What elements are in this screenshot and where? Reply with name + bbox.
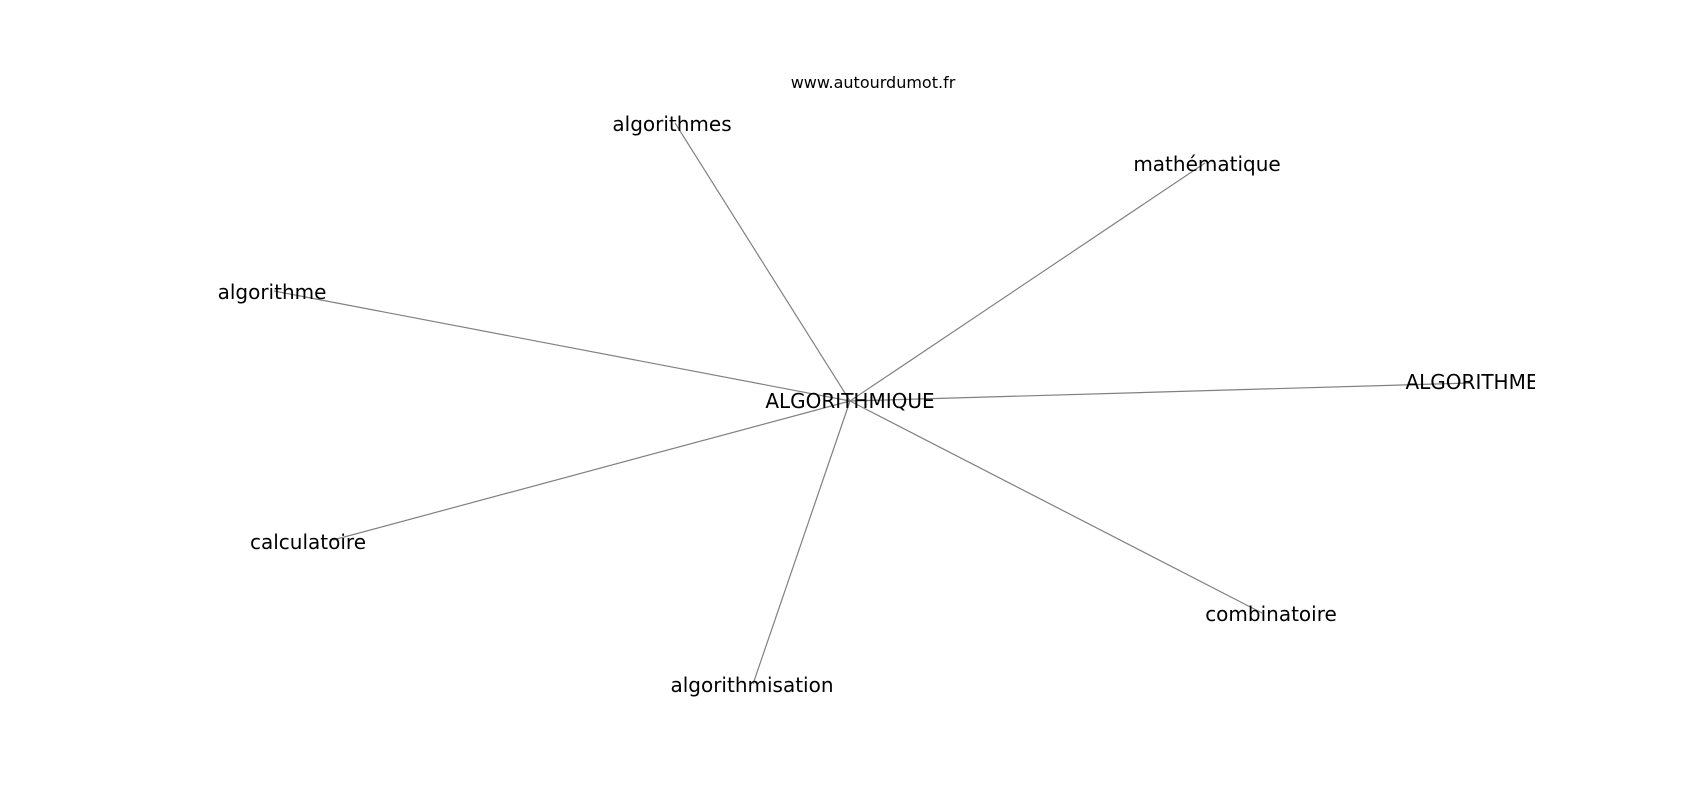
edge-algorithmisation: [752, 400, 851, 685]
node-label-calculatoire: calculatoire: [250, 530, 366, 554]
watermark-text: www.autourdumot.fr: [791, 73, 956, 92]
edge-mathematique: [849, 162, 1206, 402]
edge-algorithme: [849, 382, 1471, 402]
labels-group: algorithmes mathématique algorithmeALGORIT…: [218, 112, 1538, 697]
edges-group: [273, 122, 1471, 685]
node-label-algorithmisation: algorithmisation: [670, 673, 833, 697]
edge-algorithme: [273, 290, 851, 402]
node-label-algorithmes: algorithmes: [612, 112, 731, 136]
edge-calculatoire: [332, 400, 851, 541]
edge-combinatoire: [849, 400, 1263, 614]
node-label-algorithme: ALGORITHME: [1405, 370, 1538, 394]
node-label-center: ALGORITHMIQUE: [765, 389, 934, 413]
node-label-mathematique: mathématique: [1133, 152, 1280, 176]
node-label-combinatoire: combinatoire: [1205, 602, 1337, 626]
edge-algorithmes: [674, 122, 851, 402]
node-label-algorithme: algorithme: [218, 280, 327, 304]
